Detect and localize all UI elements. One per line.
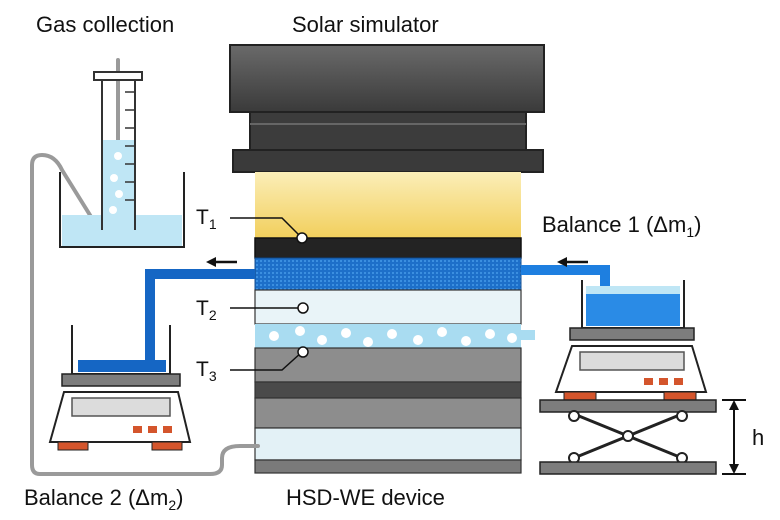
height-label: h <box>752 425 764 450</box>
balance-2-pan <box>61 373 181 387</box>
balance-2 <box>48 325 192 451</box>
measuring-cylinder <box>101 80 136 230</box>
scissor-lift <box>539 399 717 475</box>
balance-2-water <box>78 360 166 372</box>
thermocouple-t3 <box>230 346 309 371</box>
gas-collection-label: Gas collection <box>36 12 174 37</box>
electrolyte-chamber <box>254 427 522 461</box>
balance-1-water <box>586 292 680 326</box>
gas-bubbles <box>269 326 517 347</box>
t1-label: T1 <box>196 206 217 232</box>
flow-arrow-left <box>206 257 237 267</box>
simulator-middle-ring <box>249 111 527 151</box>
simulator-top-block <box>229 44 545 113</box>
balance-2-foot-left <box>57 441 89 451</box>
cylinder-bubbles <box>109 152 123 214</box>
cylinder-rim <box>93 71 143 81</box>
flow-arrow-right <box>557 257 588 267</box>
balance-2-foot-right <box>151 441 183 451</box>
device-label: HSD-WE device <box>286 485 445 510</box>
balance-2-label: Balance 2 (Δm2) <box>24 485 183 513</box>
electrode-layer-1 <box>254 347 522 383</box>
electrode-layer-3 <box>254 397 522 429</box>
absorber-layer <box>254 237 522 259</box>
balance-2-buttons <box>133 426 172 433</box>
cylinder-graduations <box>125 91 135 201</box>
balance-1-display <box>579 351 685 371</box>
balance-1-pan <box>569 327 695 341</box>
lift-top-plate <box>539 399 717 413</box>
t3-label: T3 <box>196 358 217 384</box>
evaporation-wick-layer <box>254 257 522 291</box>
balance-1 <box>554 280 708 401</box>
solar-simulator <box>229 44 545 238</box>
vapor-gap-layer <box>254 289 522 325</box>
electrolyte-outlet-stub <box>521 330 535 340</box>
water-bath <box>59 172 185 248</box>
balance-1-water-surface <box>586 286 680 294</box>
solar-simulator-label: Solar simulator <box>292 12 439 37</box>
balance-1-buttons <box>644 378 683 385</box>
lift-bottom-plate <box>539 461 717 475</box>
balance-2-display <box>71 397 171 417</box>
outlet-tube <box>145 269 255 360</box>
t2-label: T2 <box>196 297 217 323</box>
height-indicator <box>722 399 746 475</box>
gas-collection-apparatus <box>59 71 185 248</box>
balance-1-label: Balance 1 (Δm1) <box>542 212 701 240</box>
base-plate <box>254 459 522 474</box>
thermocouple-t2 <box>230 302 309 314</box>
balance-1-foot-left <box>563 391 597 401</box>
balance-1-foot-right <box>663 391 697 401</box>
thermocouple-t1 <box>230 217 308 244</box>
electrode-layer-2 <box>254 381 522 399</box>
simulator-lens-ring <box>232 149 544 173</box>
light-beam <box>255 172 521 238</box>
hsd-we-device <box>254 237 535 474</box>
